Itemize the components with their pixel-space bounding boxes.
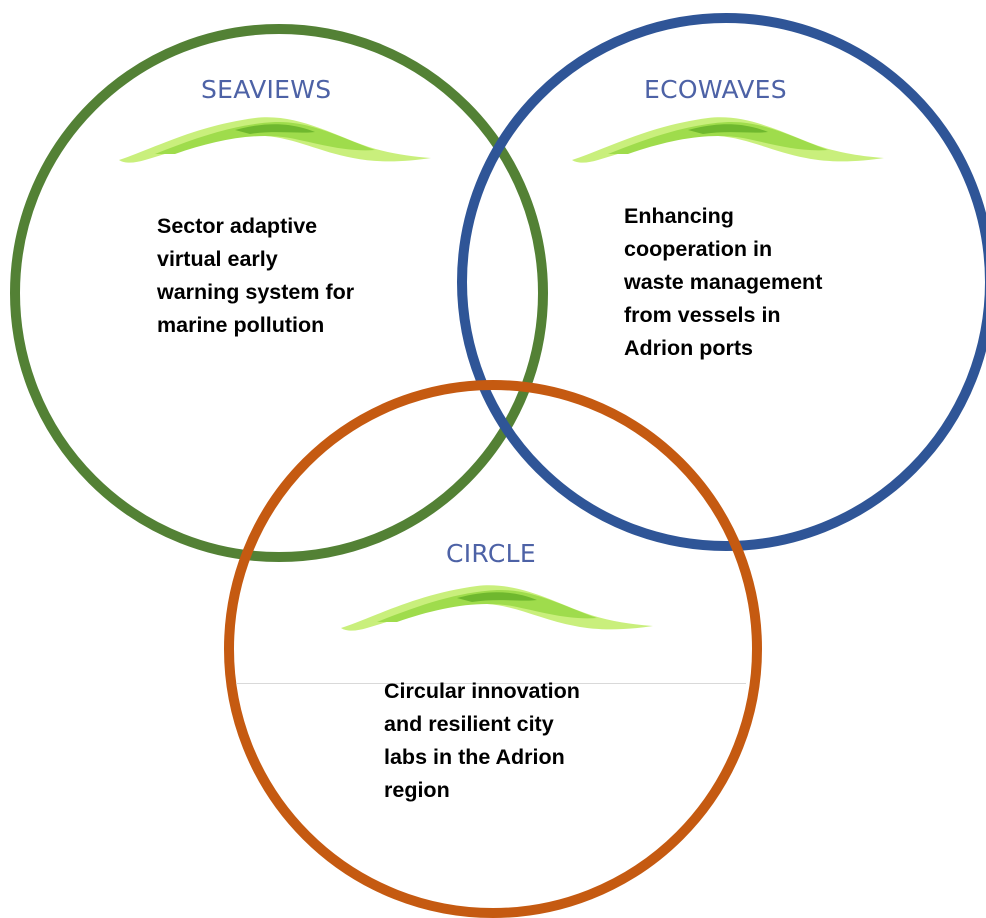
ecowaves-logo-icon <box>572 117 884 163</box>
wave-logo-shape <box>572 117 884 163</box>
ecowaves-ring <box>457 13 986 551</box>
wave-logo-shape <box>119 117 431 163</box>
seaviews-ring <box>10 24 548 562</box>
circle-logo-icon <box>341 585 653 631</box>
circle-ring <box>224 380 762 918</box>
circle-title: CIRCLE <box>446 539 536 568</box>
seaviews-logo-icon <box>119 117 431 163</box>
divider-line <box>236 683 746 684</box>
seaviews-description: Sector adaptive virtual early warning sy… <box>157 214 355 337</box>
ecowaves-description: Enhancing cooperation in waste managemen… <box>624 204 823 360</box>
wave-logo-shape <box>341 585 653 631</box>
seaviews-title: SEAVIEWS <box>201 75 332 104</box>
circle-description: Circular innovation and resilient city l… <box>384 679 580 802</box>
ecowaves-title: ECOWAVES <box>644 75 787 104</box>
